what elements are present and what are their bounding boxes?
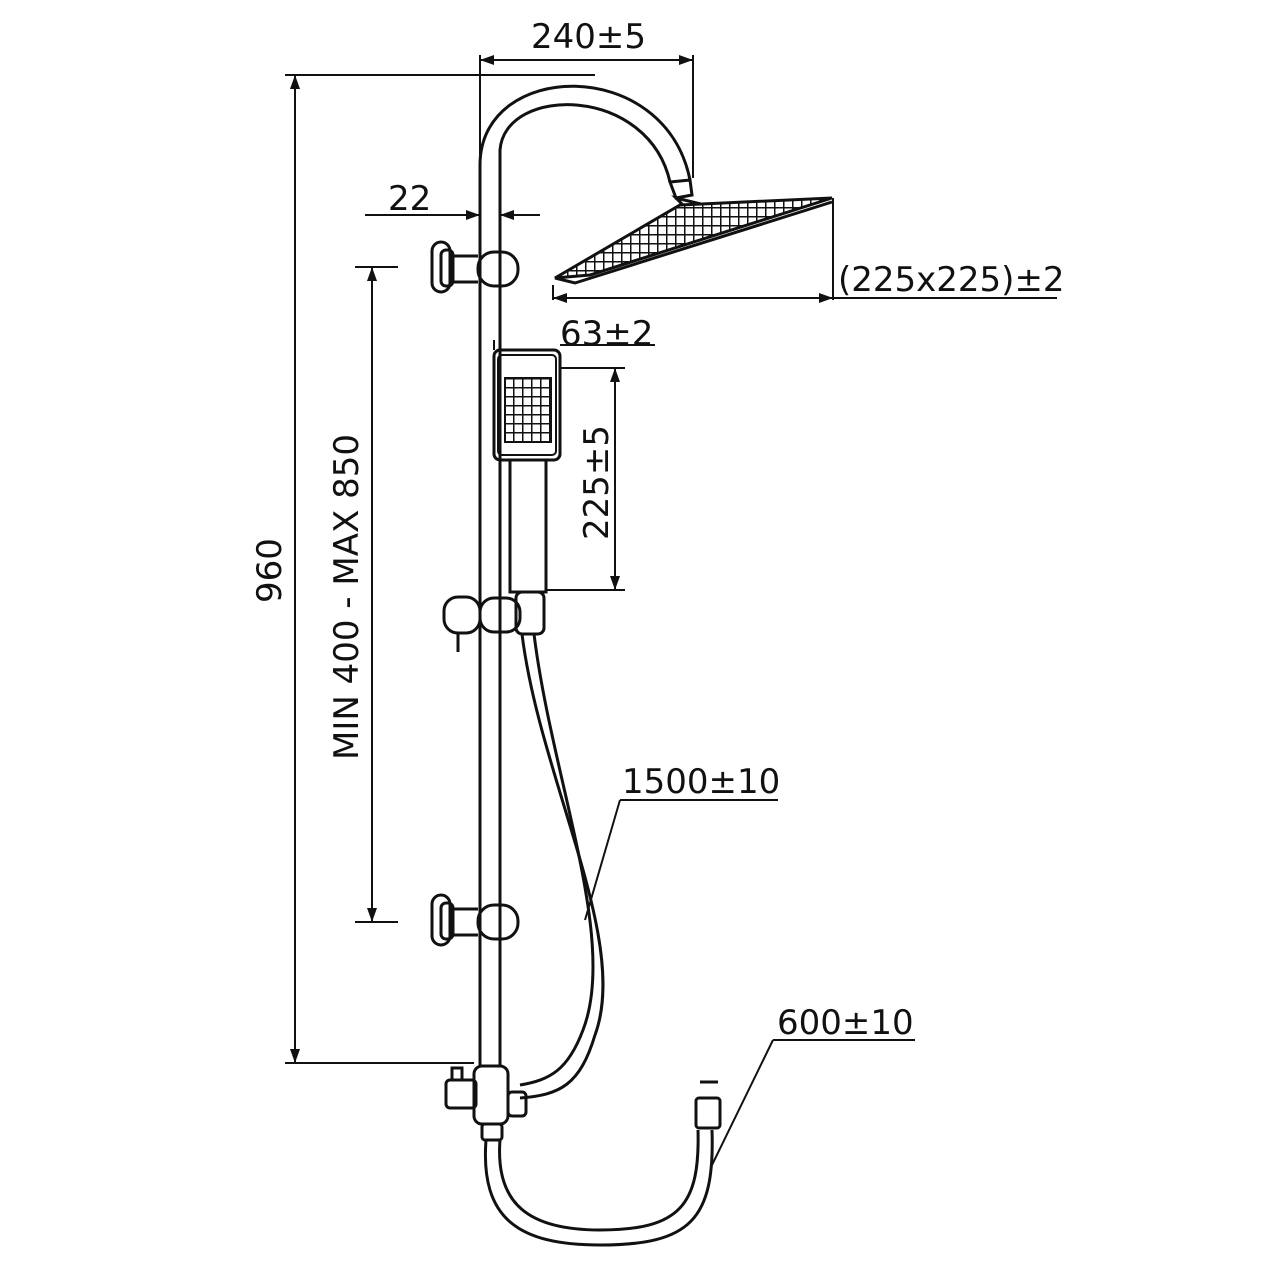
total-height-label: 960: [250, 538, 290, 603]
supply-hose-length-label: 600±10: [777, 1003, 914, 1043]
diverter-valve: [444, 1064, 528, 1142]
hose-length-label: 1500±10: [622, 762, 780, 802]
hand-shower: [492, 348, 562, 594]
head-size-label: (225x225)±2: [838, 260, 1065, 300]
rail-diameter-label: 22: [388, 179, 431, 219]
hand-shower-hose: [519, 633, 605, 1100]
dimension-lines: [285, 55, 1057, 1166]
handset-length-label: 225±5: [577, 425, 617, 540]
overhead-shower-head: [554, 195, 833, 285]
arm-reach-label: 240±5: [531, 17, 646, 57]
lower-wall-bracket: [430, 893, 520, 947]
supply-hose: [483, 1080, 722, 1247]
sliding-holder: [442, 590, 546, 652]
handset-width-label: 63±2: [560, 314, 653, 354]
bracket-spacing-label: MIN 400 - MAX 850: [327, 434, 367, 760]
upper-wall-bracket: [430, 240, 520, 294]
